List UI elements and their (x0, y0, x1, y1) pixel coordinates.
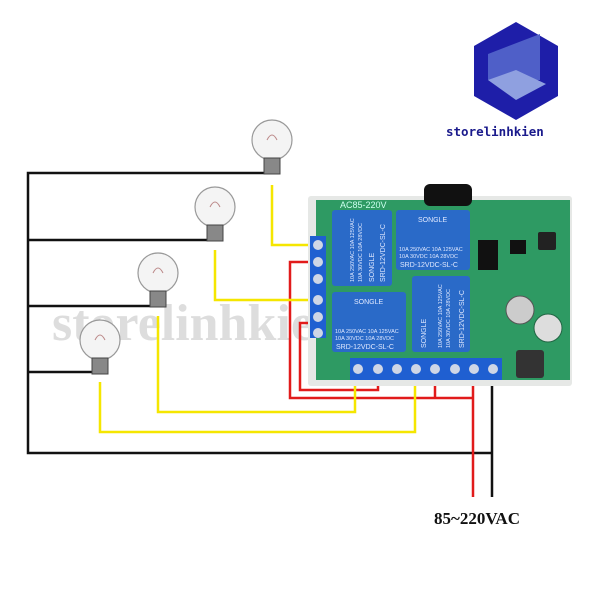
svg-text:10A 250VAC 10A 125VAC: 10A 250VAC 10A 125VAC (438, 284, 444, 348)
svg-text:10A 30VDC 10A 28VDC: 10A 30VDC 10A 28VDC (399, 254, 458, 260)
svg-text:SRD-12VDC-SL-C: SRD-12VDC-SL-C (459, 290, 466, 348)
svg-text:SRD-12VDC-SL-C: SRD-12VDC-SL-C (336, 344, 394, 351)
svg-text:SONGLE: SONGLE (418, 217, 448, 224)
bulbs (79, 119, 293, 375)
svg-text:SONGLE: SONGLE (421, 318, 428, 348)
power-label: 85~220VAC (434, 509, 520, 528)
svg-text:10A 30VDC 10A 28VDC: 10A 30VDC 10A 28VDC (358, 223, 364, 282)
svg-text:10A 30VDC 10A 28VDC: 10A 30VDC 10A 28VDC (446, 289, 452, 348)
svg-text:SONGLE: SONGLE (369, 252, 376, 282)
load-wires (98, 185, 417, 434)
relay: 10A 250VAC 10A 125VAC 10A 30VDC 10A 28VD… (332, 210, 392, 286)
learn-button (538, 232, 556, 250)
bulb-icon (194, 186, 236, 242)
antenna-coil (424, 184, 472, 206)
relay: SONGLE 10A 250VAC 10A 125VAC 10A 30VDC 1… (396, 210, 470, 270)
neutral-wires (26, 171, 494, 497)
relay-board: 10A 250VAC 10A 125VAC 10A 30VDC 10A 28VD… (308, 184, 572, 386)
svg-text:10A 30VDC 10A 28VDC: 10A 30VDC 10A 28VDC (335, 336, 394, 342)
brand-logo: storelinhkien (446, 22, 558, 139)
voltage-silkscreen: AC85-220V (340, 200, 387, 210)
brand-name: storelinhkien (446, 124, 544, 139)
terminal-block-bottom (350, 358, 502, 380)
bulb-icon (79, 319, 121, 375)
svg-text:10A 250VAC 10A 125VAC: 10A 250VAC 10A 125VAC (399, 247, 463, 253)
relay: SONGLE 10A 250VAC 10A 125VAC 10A 30VDC 1… (332, 292, 406, 352)
terminal-block-left (310, 236, 326, 338)
svg-text:10A 250VAC 10A 125VAC: 10A 250VAC 10A 125VAC (350, 218, 356, 282)
svg-text:SONGLE: SONGLE (354, 299, 384, 306)
relay: SONGLE 10A 250VAC 10A 125VAC 10A 30VDC 1… (412, 276, 470, 352)
bulb-icon (251, 119, 293, 175)
svg-text:SRD-12VDC-SL-C: SRD-12VDC-SL-C (380, 224, 387, 282)
svg-text:SRD-12VDC-SL-C: SRD-12VDC-SL-C (400, 262, 458, 269)
bulb-icon (137, 252, 179, 308)
svg-text:10A 250VAC 10A 125VAC: 10A 250VAC 10A 125VAC (335, 329, 399, 335)
